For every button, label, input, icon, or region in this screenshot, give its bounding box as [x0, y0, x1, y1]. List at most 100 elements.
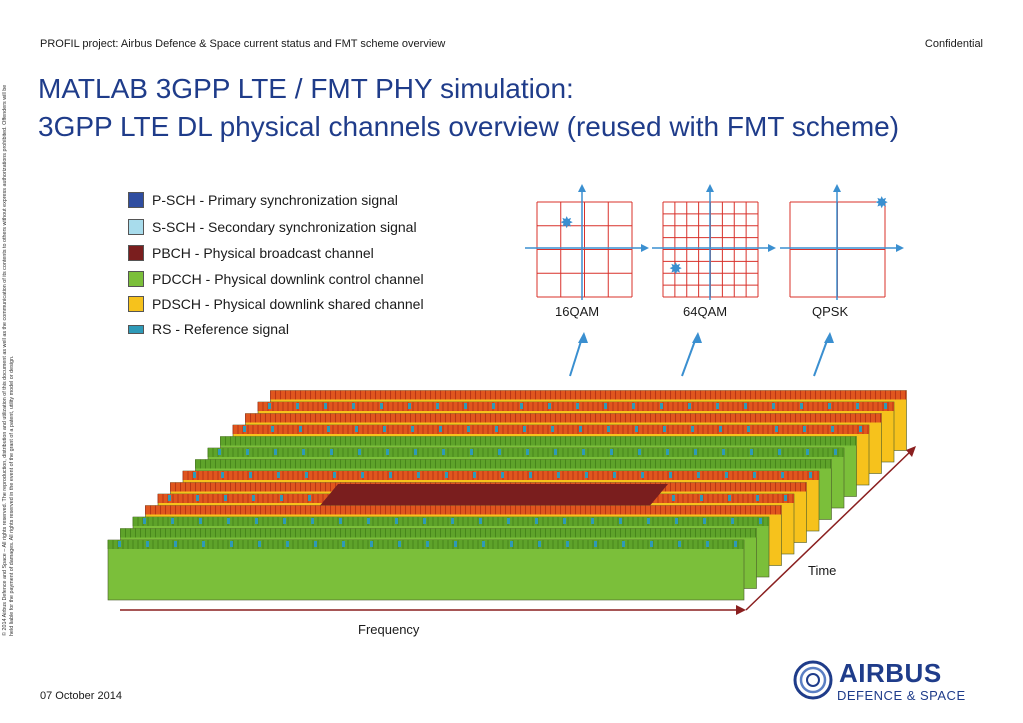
reference-signal-marker [700, 495, 703, 501]
airbus-logo-mark-icon [793, 660, 833, 700]
reference-signal-marker [386, 449, 389, 455]
reference-signal-marker [311, 518, 314, 524]
constellation-qpsk-x-arrow [896, 244, 904, 252]
legend-item-rs: RS - Reference signal [128, 319, 289, 339]
reference-signal-marker [647, 518, 650, 524]
reference-signal-marker [772, 403, 775, 409]
confidentiality-label: Confidential [924, 38, 983, 50]
figure-drawing: ✸ ✸ ✸ [107, 184, 916, 615]
constellation-16qam-x-arrow [641, 244, 649, 252]
reference-signal-marker [324, 403, 327, 409]
legend-item-psch: P-SCH - Primary synchronization signal [128, 190, 398, 210]
reference-signal-marker [610, 449, 613, 455]
reference-signal-marker [613, 472, 616, 478]
constellation-64qam-label: 64QAM [683, 304, 728, 319]
reference-signal-marker [230, 541, 233, 547]
resource-grid-layer-base [107, 539, 745, 601]
reference-signal-marker [666, 449, 669, 455]
reference-signal-marker [744, 403, 747, 409]
reference-signal-marker [367, 518, 370, 524]
reference-signal-marker [445, 472, 448, 478]
reference-signal-marker [274, 449, 277, 455]
constellation-16qam-grid [536, 201, 633, 298]
constellation-16qam-label: 16QAM [555, 304, 600, 319]
resource-grid-layer-top [195, 459, 832, 469]
legend-label-ssch: S-SCH - Secondary synchronization signal [152, 219, 417, 235]
reference-signal-marker [722, 449, 725, 455]
reference-signal-marker [582, 449, 585, 455]
reference-signal-marker [728, 495, 731, 501]
reference-signal-marker [479, 518, 482, 524]
reference-signal-marker [389, 472, 392, 478]
reference-signal-marker [492, 403, 495, 409]
reference-signal-marker [660, 403, 663, 409]
reference-signal-marker [734, 541, 737, 547]
reference-signal-marker [118, 541, 121, 547]
reference-signal-marker [778, 449, 781, 455]
legend-swatch-pbch [128, 245, 144, 261]
legend-label-pdsch: PDSCH - Physical downlink shared channel [152, 296, 424, 312]
reference-signal-marker [314, 541, 317, 547]
reference-signal-marker [227, 518, 230, 524]
constellation-qpsk-point-icon: ✸ [875, 193, 888, 212]
reference-signal-marker [249, 472, 252, 478]
frequency-axis-arrow [736, 605, 746, 615]
footer-date: 07 October 2014 [40, 690, 122, 702]
reference-signal-marker [576, 403, 579, 409]
reference-signal-marker [856, 403, 859, 409]
reference-signal-marker [417, 472, 420, 478]
reference-signal-marker [358, 449, 361, 455]
reference-signal-marker [538, 541, 541, 547]
constellation-qpsk: ✸ [780, 184, 904, 300]
reference-signal-marker [719, 426, 722, 432]
legend-swatch-ssch [128, 219, 144, 235]
reference-signal-marker [327, 426, 330, 432]
reference-signal-marker [370, 541, 373, 547]
reference-signal-marker [632, 403, 635, 409]
reference-signal-marker [255, 518, 258, 524]
reference-signal-marker [775, 426, 778, 432]
reference-signal-marker [495, 426, 498, 432]
reference-signal-marker [884, 403, 887, 409]
reference-signal-marker [591, 518, 594, 524]
constellation-16qam: ✸ [525, 184, 649, 300]
reference-signal-marker [193, 472, 196, 478]
reference-signal-marker [697, 472, 700, 478]
reference-signal-marker [622, 541, 625, 547]
reference-signal-marker [467, 426, 470, 432]
reference-signal-marker [619, 518, 622, 524]
reference-signal-marker [706, 541, 709, 547]
reference-signal-marker [470, 449, 473, 455]
resource-grid-layer-top [270, 390, 907, 400]
reference-signal-marker [302, 449, 305, 455]
reference-signal-marker [258, 541, 261, 547]
reference-signal-marker [650, 541, 653, 547]
legend-item-pdcch: PDCCH - Physical downlink control channe… [128, 269, 424, 289]
reference-signal-marker [414, 449, 417, 455]
reference-signal-marker [725, 472, 728, 478]
reference-signal-marker [703, 518, 706, 524]
constellation-16qam-y-arrow [578, 184, 586, 192]
legend-swatch-psch [128, 192, 144, 208]
reference-signal-marker [308, 495, 311, 501]
resource-grid-layer [107, 539, 745, 601]
reference-signal-marker [828, 403, 831, 409]
reference-signal-marker [784, 495, 787, 501]
pointer-arrow-qpsk [813, 337, 829, 377]
legend-label-pdcch: PDCCH - Physical downlink control channe… [152, 271, 424, 287]
resource-grid-layer-top [120, 528, 757, 538]
reference-signal-marker [526, 449, 529, 455]
legend-swatch-pdsch [128, 296, 144, 312]
reference-signal-marker [454, 541, 457, 547]
reference-signal-marker [196, 495, 199, 501]
reference-signal-marker [834, 449, 837, 455]
reference-signal-marker [305, 472, 308, 478]
reference-signal-marker [451, 518, 454, 524]
reference-signal-marker [361, 472, 364, 478]
constellation-64qam-point-icon: ✸ [669, 259, 682, 278]
reference-signal-marker [352, 403, 355, 409]
reference-signal-marker [411, 426, 414, 432]
reference-signal-marker [759, 518, 762, 524]
reference-signal-marker [299, 426, 302, 432]
slide-title-line-1: MATLAB 3GPP LTE / FMT PHY simulation: [38, 73, 574, 104]
